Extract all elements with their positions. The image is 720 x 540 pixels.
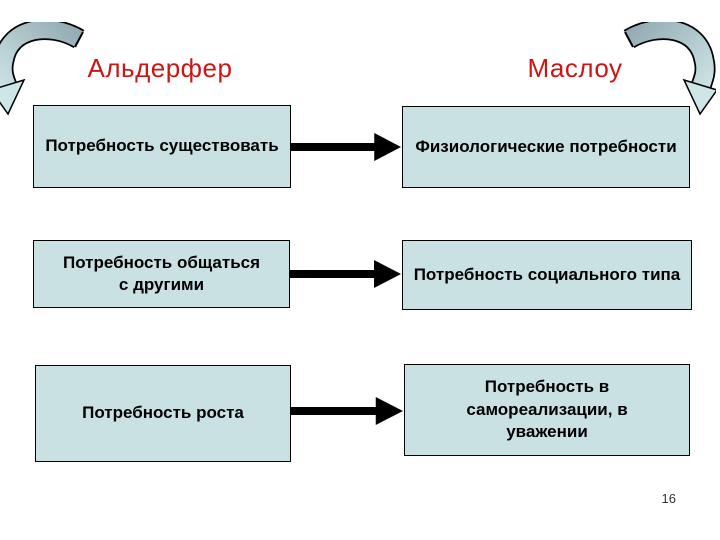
maslow-box-social: Потребность социального типа (402, 240, 692, 310)
alderfer-box-existence: Потребность существовать (33, 105, 291, 188)
box-text-line: Физиологические потребности (415, 136, 677, 156)
curved-down-arrow-icon (623, 22, 716, 116)
thick-right-arrow-icon (290, 260, 401, 288)
alderfer-box-growth: Потребность роста (35, 365, 291, 462)
box-text: Потребность роста (82, 402, 244, 424)
box-text: Потребность в самореализации, в уважении (466, 376, 627, 443)
box-text: Физиологические потребности (415, 136, 676, 158)
column-heading-alderfer: Альдерфер (87, 53, 233, 83)
box-text-line: Потребность общаться (62, 252, 261, 272)
box-text: Потребность существовать (45, 135, 278, 157)
thick-right-arrow-icon (291, 397, 403, 425)
column-heading-maslow: Маслоу (527, 53, 623, 83)
box-text: Потребность общаться с другими (63, 252, 260, 297)
box-text-line: Потребность социального типа (413, 264, 681, 284)
box-text-line: Потребность существовать (45, 136, 279, 156)
thick-right-arrow-icon (291, 133, 402, 161)
alderfer-box-relatedness: Потребность общаться с другими (33, 240, 290, 308)
box-text-line: самореализации, в (466, 399, 628, 419)
box-text-line: Потребность роста (82, 403, 244, 423)
curved-down-arrow-icon (0, 22, 85, 116)
box-text-line: Потребность в (484, 377, 610, 397)
box-text: Потребность социального типа (414, 264, 681, 286)
maslow-box-self-actualization: Потребность в самореализации, в уважении (404, 364, 690, 456)
page-number: 16 (661, 491, 676, 506)
box-text-line: уважении (506, 422, 588, 442)
box-text-line: с другими (118, 275, 205, 294)
maslow-box-physiological: Физиологические потребности (402, 106, 690, 188)
